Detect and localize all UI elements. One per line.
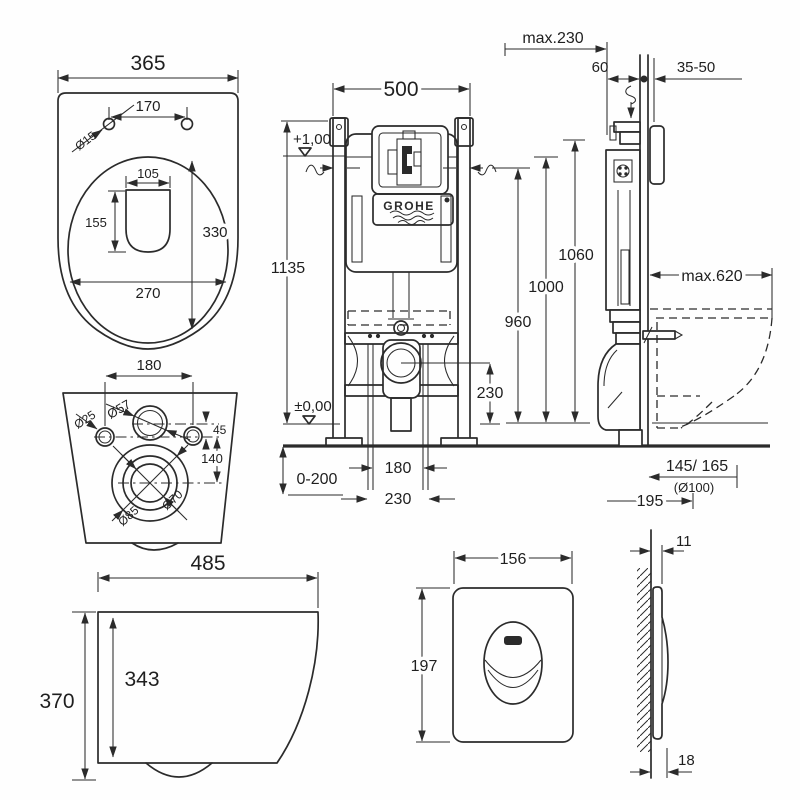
flush-pipe-connector bbox=[393, 320, 409, 336]
dim-inlet-offset: 45 bbox=[213, 423, 227, 437]
dim-max-depth: max.230 bbox=[522, 30, 583, 47]
drain-outlet-pipe bbox=[390, 397, 412, 432]
flush-plate bbox=[452, 587, 574, 743]
bowl-inner bbox=[125, 189, 171, 253]
flush-button-oval bbox=[483, 621, 543, 705]
grohe-logo: GROHE bbox=[372, 193, 454, 226]
height-dimensions: 960 1000 1060 bbox=[492, 139, 597, 424]
pan-top-view: 365 Ø15 170 105 155 330 270 bbox=[57, 52, 239, 350]
inlet-hole bbox=[132, 405, 168, 441]
dim-pan-max-depth: max.620 bbox=[681, 268, 742, 285]
dim-hinge-spacing: 170 bbox=[135, 98, 160, 115]
dim-frame-height: 1135 bbox=[271, 260, 306, 277]
pan-side-view: 485 343 370 bbox=[39, 552, 320, 781]
outlet-outer bbox=[111, 444, 189, 522]
wall-anchor-right-icon bbox=[477, 164, 497, 176]
pan-back-outline bbox=[62, 392, 238, 544]
dim-bowl-length: 330 bbox=[202, 224, 227, 241]
dim-bowl-width: 270 bbox=[135, 285, 160, 302]
wall-reference-dot bbox=[640, 75, 648, 83]
dim-pan-inner-height: 343 bbox=[124, 668, 159, 691]
flush-button-slot bbox=[504, 636, 522, 645]
dim-wall-range: 35-50 bbox=[677, 59, 715, 76]
wall-hatching bbox=[637, 568, 651, 752]
dim-inner-depth: 155 bbox=[85, 215, 107, 230]
fill-valve-icon bbox=[616, 164, 630, 178]
cistern-side bbox=[605, 149, 641, 311]
wall-anchor-left-icon bbox=[305, 164, 325, 176]
dim-foot-range: 0-200 bbox=[297, 471, 338, 488]
frame-rail-right bbox=[457, 117, 471, 441]
dim-outlet-pos: 145/ 165 bbox=[666, 458, 728, 475]
flush-valve-icon bbox=[402, 146, 412, 174]
dim-inlet-dia: Ø57 bbox=[104, 396, 133, 421]
frame-rail-left bbox=[332, 117, 346, 441]
dim-outlet-inner-dia: Ø70 bbox=[159, 487, 185, 513]
outlet-inner bbox=[130, 463, 170, 503]
dim-plate-depth: 18 bbox=[678, 752, 695, 769]
dim-plate-thickness: 11 bbox=[676, 533, 692, 550]
dim-duct-spacing: 180 bbox=[385, 460, 412, 477]
dim-pan-depth: 485 bbox=[190, 552, 225, 575]
water-supply-squiggle-icon bbox=[625, 85, 637, 105]
pan-bracket-side bbox=[642, 326, 684, 344]
dim-pan-width: 365 bbox=[130, 52, 165, 75]
dim-fixing-spacing: 180 bbox=[136, 357, 161, 374]
dim-fixing-hole-dia: Ø25 bbox=[71, 407, 98, 431]
dim-outlet-wall-dist: 195 bbox=[637, 493, 664, 510]
brand-dot-icon bbox=[444, 197, 450, 203]
flush-plate-side-view: 11 18 bbox=[630, 529, 695, 779]
dim-h960: 960 bbox=[505, 314, 532, 331]
pan-back-view: 180 Ø25 Ø57 45 140 Ø70 Ø85 bbox=[62, 357, 238, 551]
frame-side-view: max.230 60 35-50 bbox=[504, 30, 773, 514]
flush-plate-front-view: 156 197 bbox=[407, 548, 574, 743]
frame-side-profile bbox=[597, 121, 643, 447]
dim-h1000: 1000 bbox=[528, 279, 564, 296]
hinge-hole-right bbox=[180, 117, 194, 131]
flush-plate-side-top bbox=[649, 125, 665, 185]
bowl-rim bbox=[67, 156, 229, 344]
pan-outline bbox=[57, 92, 239, 350]
dim-h1060: 1060 bbox=[558, 247, 594, 264]
frame-front-view: 500 GROHE +1,00 bbox=[267, 75, 770, 512]
fixing-hole-right bbox=[183, 426, 203, 446]
level-mark-top bbox=[298, 147, 312, 157]
plate-side-profile bbox=[652, 586, 669, 740]
dim-plate-width: 156 bbox=[500, 551, 527, 568]
dim-frame-width: 500 bbox=[383, 78, 418, 101]
dim-duct-offset: 230 bbox=[385, 491, 412, 508]
pan-phantom-outline bbox=[650, 308, 773, 429]
dim-pan-height: 370 bbox=[39, 690, 74, 713]
level-top-label: +1,00 bbox=[293, 131, 331, 148]
dim-top-offset: 60 bbox=[592, 59, 609, 76]
pan-side-base-arc bbox=[145, 762, 213, 778]
inspection-window bbox=[371, 125, 449, 195]
brand-label: GROHE bbox=[383, 199, 435, 213]
dim-plate-height: 197 bbox=[411, 658, 438, 675]
dim-outlet-offset: 140 bbox=[201, 451, 223, 466]
dim-inner-width: 105 bbox=[137, 166, 159, 181]
pan-back-base-arc bbox=[131, 542, 179, 551]
dim-outlet-pipe-dia: (Ø100) bbox=[674, 480, 714, 495]
dim-hinge-hole-dia: Ø15 bbox=[72, 128, 99, 153]
level-zero-label: ±0,00 bbox=[294, 398, 331, 415]
frame-base-side bbox=[618, 429, 643, 447]
dim-bend-height: 230 bbox=[477, 385, 504, 402]
drain-elbow-side bbox=[597, 343, 641, 431]
pan-side-outline bbox=[97, 611, 320, 764]
level-mark-zero bbox=[302, 415, 316, 425]
